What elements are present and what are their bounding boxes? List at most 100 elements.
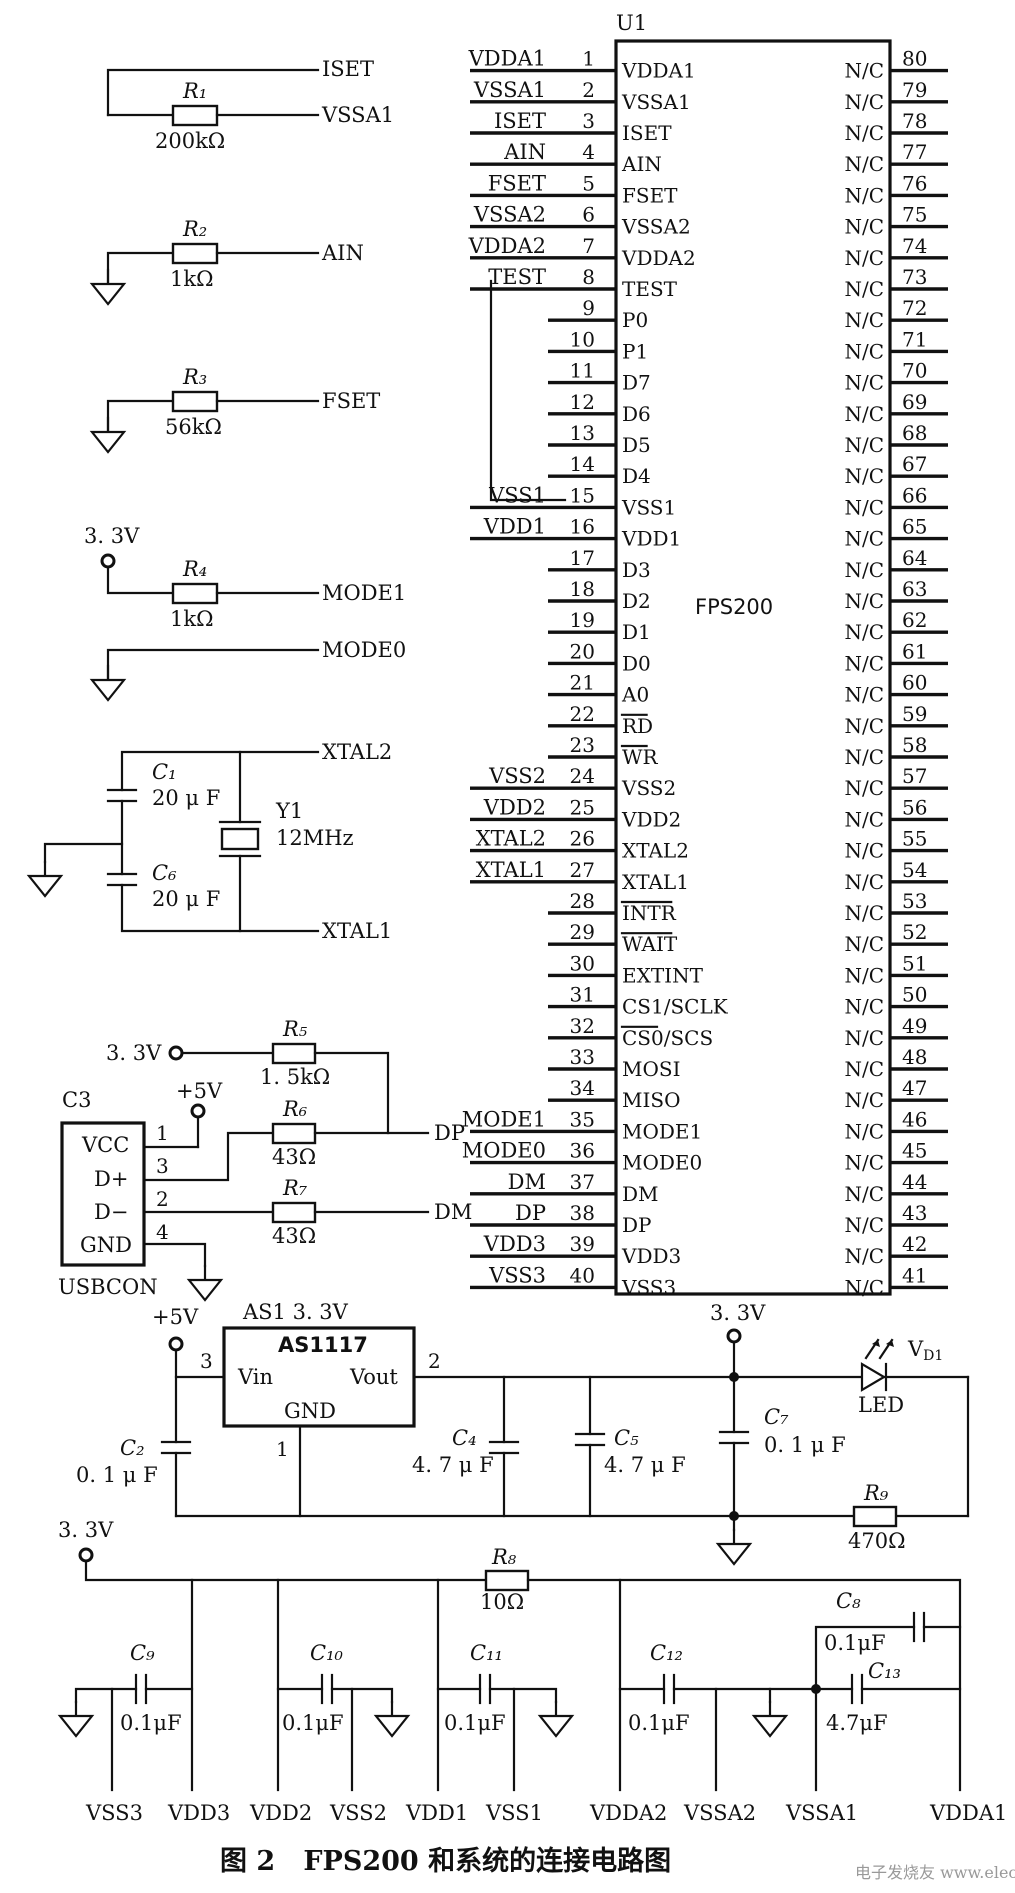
ic-pin-37-number: 37	[570, 1170, 595, 1194]
ic-pin-55-number: 55	[902, 827, 927, 851]
reg-5v-label: +5V	[152, 1305, 199, 1329]
c12-value: 0.1μF	[628, 1711, 690, 1735]
ic-pin-79-nc: N/C	[844, 90, 884, 114]
ic-pin-4-name: AIN	[621, 152, 662, 176]
r4-resistor	[171, 582, 219, 605]
r2-resistor	[171, 242, 219, 265]
ic-pin-56-nc: N/C	[844, 807, 884, 831]
net-vdda1: VDDA1	[929, 1801, 1007, 1825]
ic-pin-38-number: 38	[570, 1201, 595, 1225]
ic-pin-50-number: 50	[902, 983, 927, 1007]
net-vss1: VSS1	[485, 1801, 543, 1825]
fset-resistor-circuit: FSET R₃ 56kΩ	[90, 365, 380, 454]
ic-pin-59-number: 59	[902, 702, 927, 726]
r6-ref: R₆	[282, 1097, 308, 1121]
ic-pin-40-name: VSS3	[621, 1275, 676, 1299]
ic-pin-46-nc: N/C	[844, 1119, 884, 1143]
ic-pin-12-name: D6	[622, 402, 651, 426]
c2-value: 0. 1 μ F	[76, 1463, 158, 1487]
ic-pin-66-nc: N/C	[844, 495, 884, 519]
c4-value: 4. 7 μ F	[412, 1453, 494, 1477]
ain-net-label: AIN	[321, 241, 364, 265]
ic-pin-63-number: 63	[902, 577, 927, 601]
ic-pin-15-name: VSS1	[621, 495, 676, 519]
ic-pin-35-name: MODE1	[622, 1119, 702, 1143]
ic-pin-6-number: 6	[582, 203, 595, 227]
ic-pin-21-name: A0	[621, 683, 649, 707]
ic-pin-56-number: 56	[902, 795, 927, 819]
fset-net-label: FSET	[322, 389, 380, 413]
c11-value: 0.1μF	[444, 1711, 506, 1735]
ic-pin-2-net: VSSA1	[473, 78, 546, 102]
led-diode	[860, 1362, 887, 1392]
ic-pin-57-nc: N/C	[844, 776, 884, 800]
ic-pin-39-number: 39	[570, 1232, 595, 1256]
ic-pin-60-nc: N/C	[844, 683, 884, 707]
regulator-circuit: AS1 3. 3V AS1117 Vin Vout GND 3 2 1 +5V …	[76, 1300, 970, 1566]
ic-pin-14-name: D4	[622, 464, 651, 488]
c4-ref: C₄	[452, 1426, 477, 1450]
ic-pin-74-nc: N/C	[844, 246, 884, 270]
usb-33v-label: 3. 3V	[106, 1041, 162, 1065]
ic-pin-19-number: 19	[570, 608, 595, 632]
ic-pin-75-number: 75	[902, 203, 927, 227]
ic-pin-54-nc: N/C	[844, 870, 884, 894]
ic-pin-71-nc: N/C	[844, 339, 884, 363]
ic-pin-68-number: 68	[902, 421, 927, 445]
ic-pin-78-nc: N/C	[844, 121, 884, 145]
r1-value: 200kΩ	[155, 129, 225, 153]
crystal-circuit: XTAL2 XTAL1 C₁ 20 μ F C₆ 20 μ F Y1 12MHz	[27, 740, 392, 943]
ic-pin-27-number: 27	[570, 858, 595, 882]
decoup-supply-label: 3. 3V	[58, 1518, 114, 1542]
ic-pin-16-name: VDD1	[621, 527, 681, 551]
usb-pin1-num: 1	[156, 1121, 169, 1145]
led-name: LED	[858, 1393, 904, 1417]
usb-ref: C3	[62, 1088, 91, 1112]
ic-pin-9-name: P0	[622, 308, 648, 332]
ic-pin-77-nc: N/C	[844, 152, 884, 176]
ic-pin-49-number: 49	[902, 1014, 927, 1038]
iset-resistor-circuit: ISET VSSA1 R₁ 200kΩ	[106, 57, 394, 153]
ic-pin-41-number: 41	[902, 1263, 927, 1287]
ic-pin-1-name: VDDA1	[621, 59, 696, 83]
ic-pin-41-nc: N/C	[844, 1275, 884, 1299]
ic-pin-2-name: VSSA1	[621, 90, 691, 114]
ic-pin-34-name: MISO	[622, 1088, 680, 1112]
ic-pin-45-nc: N/C	[844, 1151, 884, 1175]
ic-pin-19-name: D1	[622, 620, 651, 644]
ic-pin-73-nc: N/C	[844, 277, 884, 301]
r8-value: 10Ω	[480, 1590, 524, 1614]
ic-pin-20-name: D0	[622, 651, 651, 675]
ic-pin-40-net: VSS3	[488, 1263, 546, 1287]
ic-right-pins: 80N/C79N/C78N/C77N/C76N/C75N/C74N/C73N/C…	[844, 47, 948, 1299]
ic-pin-51-number: 51	[902, 951, 927, 975]
ic-pin-4-net: AIN	[503, 140, 546, 164]
ic-pin-24-number: 24	[570, 764, 595, 788]
ic-pin-6-name: VSSA2	[621, 215, 691, 239]
ic-pin-65-nc: N/C	[844, 527, 884, 551]
ic-pin-24-name: VSS2	[621, 776, 676, 800]
ic-pin-59-nc: N/C	[844, 714, 884, 738]
ic-pin-35-net: MODE1	[462, 1107, 546, 1131]
usb-connector-body	[60, 1121, 146, 1267]
watermark: 电子发烧友 www.elecfans.com	[855, 1863, 1015, 1882]
ic-pin-5-net: FSET	[488, 171, 546, 195]
ic-pin-74-number: 74	[902, 234, 927, 258]
reg-pin1: 1	[276, 1437, 289, 1461]
net-vssa2: VSSA2	[683, 1801, 756, 1825]
ic-pin-13-number: 13	[570, 421, 595, 445]
ic-pin-32-name: CS0/SCS	[622, 1026, 713, 1050]
ic-pin-75-nc: N/C	[844, 215, 884, 239]
net-vdd1: VDD1	[405, 1801, 468, 1825]
ic-pin-58-number: 58	[902, 733, 927, 757]
ic-pin-3-number: 3	[582, 109, 595, 133]
ic-pin-8-number: 8	[582, 265, 595, 289]
ic-pin-43-number: 43	[902, 1201, 927, 1225]
ic-pin-8-net: TEST	[488, 265, 546, 289]
ic-pin-60-number: 60	[902, 671, 927, 695]
ic-pin-63-nc: N/C	[844, 589, 884, 613]
ic-pin-1-number: 1	[582, 47, 595, 71]
ic-pin-22-number: 22	[570, 702, 595, 726]
usb-pin2-num: 2	[156, 1187, 169, 1211]
ic-pin-7-net: VDDA2	[468, 234, 546, 258]
